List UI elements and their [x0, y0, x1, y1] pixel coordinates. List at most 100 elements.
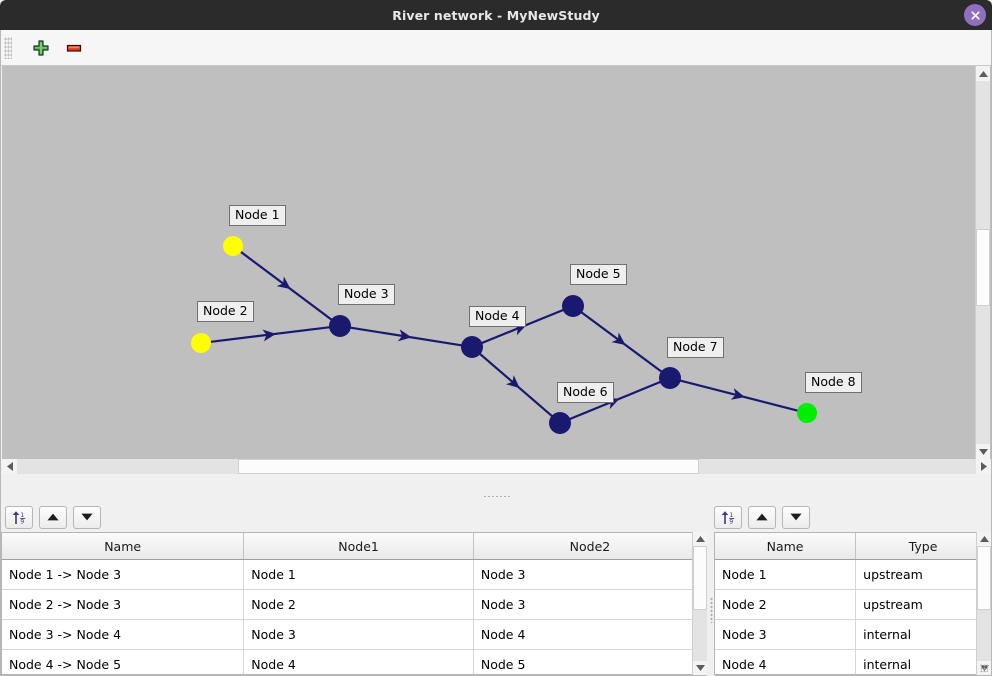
scroll-left-button[interactable] [2, 459, 17, 474]
node-label-node-8[interactable]: Node 8 [805, 372, 862, 393]
graph-node-node-2[interactable] [191, 333, 211, 353]
close-button[interactable] [964, 4, 986, 26]
node-label-node-7[interactable]: Node 7 [667, 337, 724, 358]
nodes-cell[interactable]: internal [855, 649, 990, 674]
reaches-cell[interactable]: Node 4 [243, 649, 474, 674]
reaches-panel: 1 9 [1, 501, 707, 675]
reaches-cell[interactable]: Node 4 -> Node 5 [2, 649, 245, 674]
graph-node-node-5[interactable] [562, 295, 584, 317]
reaches-cell[interactable]: Node 3 -> Node 4 [2, 619, 245, 650]
nodes-cell[interactable]: Node 4 [715, 649, 857, 674]
node-label-node-4[interactable]: Node 4 [469, 306, 526, 327]
reaches-column-header[interactable]: Node2 [473, 533, 706, 560]
reaches-scroll-track[interactable] [693, 610, 707, 661]
window-resize-grip[interactable] [980, 664, 988, 672]
horizontal-scroll-thumb[interactable] [238, 459, 699, 474]
reaches-cell[interactable]: Node 1 -> Node 3 [2, 559, 245, 590]
reaches-column-header[interactable]: Node1 [243, 533, 474, 560]
edge-arrowhead-icon [505, 375, 520, 389]
nodes-scroll-thumb[interactable] [977, 546, 991, 610]
reaches-cell[interactable]: Node 3 [473, 589, 706, 620]
reaches-table-scrollbar[interactable] [692, 532, 707, 675]
canvas-vertical-scrollbar[interactable] [975, 66, 990, 459]
reaches-sort-button[interactable]: 1 9 [5, 505, 33, 529]
tables-splitter[interactable] [707, 530, 715, 676]
scroll-down-button[interactable] [976, 444, 990, 459]
hscroll-track-right[interactable] [699, 459, 976, 474]
node-label-node-1[interactable]: Node 1 [229, 205, 286, 226]
graph-node-node-3[interactable] [329, 315, 351, 337]
scroll-track-lower[interactable] [976, 306, 990, 444]
graph-nodes[interactable] [191, 236, 817, 434]
node-label-node-5[interactable]: Node 5 [570, 264, 627, 285]
node-label-node-2[interactable]: Node 2 [197, 301, 254, 322]
horizontal-splitter[interactable] [2, 491, 991, 501]
nodes-scroll-up-button[interactable] [977, 532, 991, 546]
graph-node-node-7[interactable] [659, 367, 681, 389]
reaches-cell[interactable]: Node 3 [243, 619, 474, 650]
svg-text:1: 1 [729, 512, 733, 519]
node-label-node-6[interactable]: Node 6 [557, 382, 614, 403]
reaches-scroll-down-button[interactable] [693, 661, 707, 675]
nodes-cell[interactable]: Node 3 [715, 619, 857, 650]
graph-node-node-8[interactable] [797, 403, 817, 423]
nodes-cell[interactable]: upstream [855, 589, 990, 620]
add-node-button[interactable] [28, 35, 54, 61]
splitter-grip-icon [482, 494, 511, 498]
nodes-sort-button[interactable]: 1 9 [714, 505, 742, 529]
reaches-cell[interactable]: Node 1 [243, 559, 474, 590]
scroll-track-upper[interactable] [976, 81, 990, 229]
reaches-scroll-up-button[interactable] [693, 532, 707, 546]
edge-arrowhead-icon [605, 397, 620, 410]
toolbar-grip[interactable] [4, 36, 12, 59]
canvas-horizontal-scrollbar[interactable] [2, 459, 991, 474]
scroll-up-button[interactable] [976, 66, 990, 81]
reaches-move-down-button[interactable] [73, 505, 101, 529]
nodes-move-down-button[interactable] [782, 505, 810, 529]
reaches-cell[interactable]: Node 4 [473, 619, 706, 650]
nodes-move-up-button[interactable] [748, 505, 776, 529]
river-network-canvas[interactable]: Node 1 Node 2 Node 3 Node 4 Node 5 Node 6 Node… [2, 66, 991, 459]
nodes-cell[interactable]: upstream [855, 559, 990, 590]
nodes-column-header[interactable]: Type [855, 533, 990, 560]
reaches-cell[interactable]: Node 2 [243, 589, 474, 620]
nodes-table-scrollbar[interactable] [976, 532, 991, 675]
nodes-cell[interactable]: internal [855, 619, 990, 650]
arrow-up-icon [695, 536, 705, 542]
network-graph[interactable] [2, 66, 991, 459]
nodes-cell[interactable]: Node 1 [715, 559, 857, 590]
graph-node-node-6[interactable] [549, 412, 571, 434]
reaches-cell[interactable]: Node 2 -> Node 3 [2, 589, 245, 620]
graph-node-node-1[interactable] [223, 236, 243, 256]
nodes-cell[interactable]: Node 2 [715, 589, 857, 620]
reaches-move-up-button[interactable] [39, 505, 67, 529]
reaches-scroll-thumb[interactable] [693, 546, 707, 610]
reaches-column-header[interactable]: Name [2, 533, 245, 560]
reaches-cell[interactable]: Node 5 [473, 649, 706, 674]
nodes-scroll-track[interactable] [977, 610, 991, 661]
scroll-right-button[interactable] [976, 459, 991, 474]
reaches-cell[interactable]: Node 3 [473, 559, 706, 590]
remove-node-button[interactable] [61, 35, 87, 61]
vertical-scroll-thumb[interactable] [976, 229, 990, 306]
node-label-node-3[interactable]: Node 3 [338, 284, 395, 305]
nodes-column-header[interactable]: Name [715, 533, 857, 560]
hscroll-track-left[interactable] [17, 459, 238, 474]
graph-node-node-4[interactable] [461, 336, 483, 358]
